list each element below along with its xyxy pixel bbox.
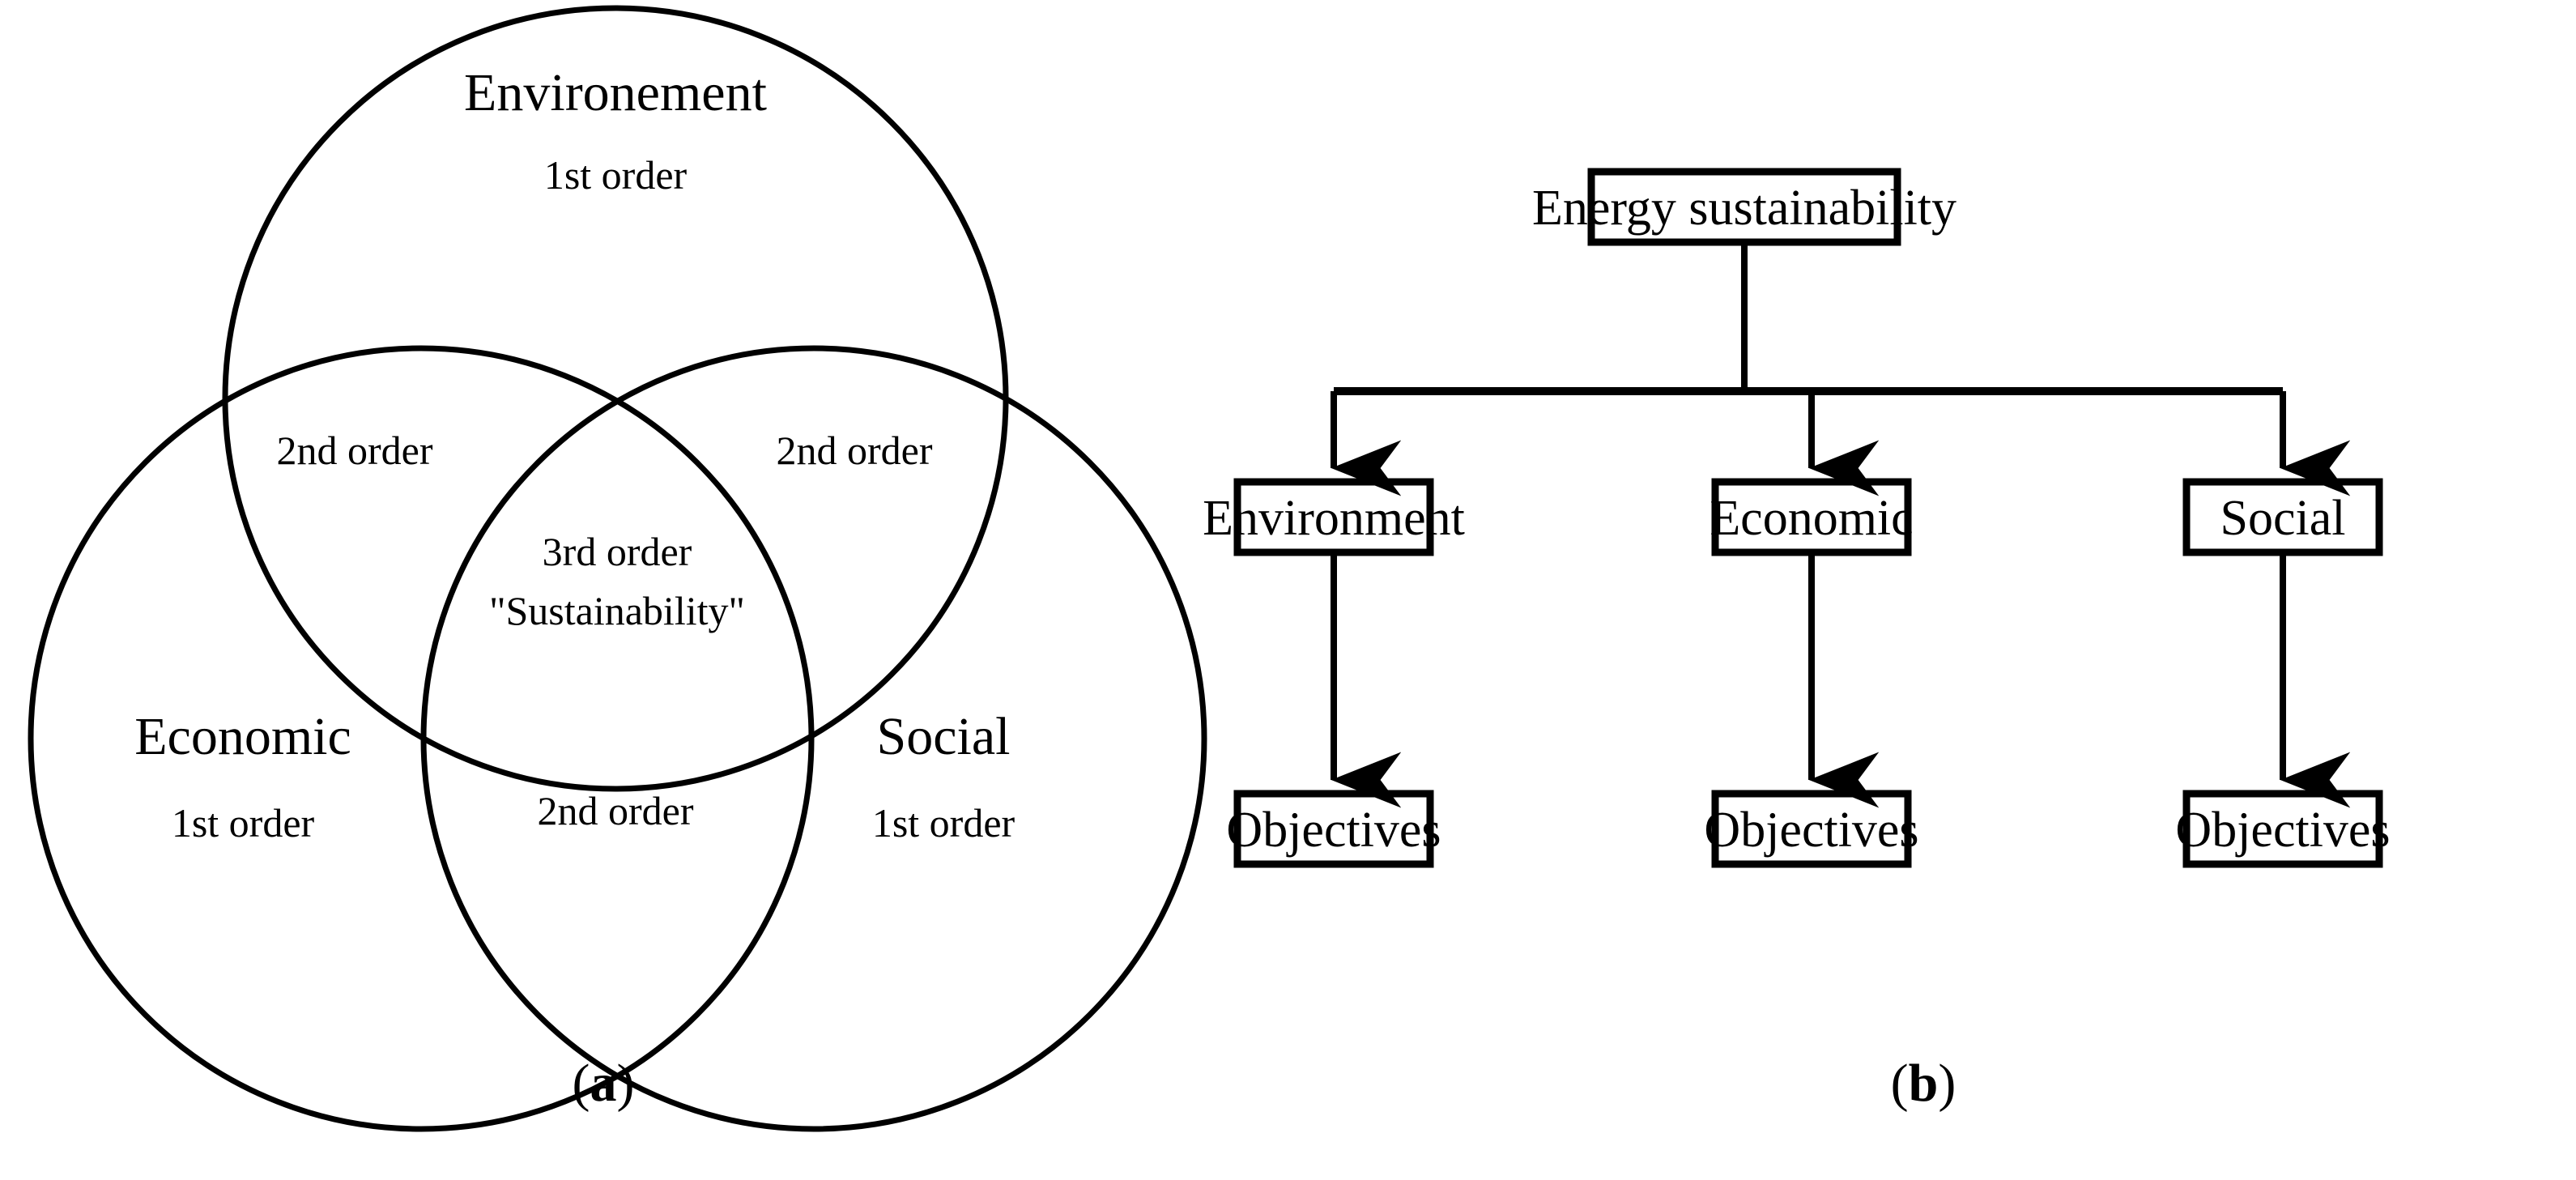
venn-label-social-order: 1st order	[871, 800, 1015, 846]
flow-label-energy-sustainability: Energy sustainability	[1531, 181, 1957, 236]
flow-label-objectives-environment: Objectives	[1226, 803, 1441, 858]
flow-label-social: Social	[2220, 491, 2346, 546]
panel-a-venn-diagram: Environement 1st order Economic 1st orde…	[0, 0, 1231, 1180]
venn-circle-social	[420, 345, 1207, 1132]
venn-circles-graphic	[28, 5, 1207, 1132]
flow-box-energy-sustainability[interactable]	[1587, 168, 1901, 246]
flowchart-graphic	[1233, 168, 2383, 868]
venn-label-environment-social-2nd-order: 2nd order	[776, 428, 933, 473]
venn-label-environment-order: 1st order	[543, 152, 688, 198]
caption-panel-b-letter: b	[1908, 1054, 1939, 1113]
panel-b-flowchart: Energy sustainability Environment Econom…	[1174, 0, 2576, 1180]
venn-label-triple-intersection-name: "Sustainability"	[489, 588, 745, 633]
caption-panel-a-letter: a	[590, 1054, 617, 1113]
flow-label-objectives-economic: Objectives	[1704, 803, 1919, 858]
venn-label-economic-order: 1st order	[171, 800, 315, 846]
flow-label-economic: Economic	[1710, 491, 1914, 546]
venn-label-social-title: Social	[876, 707, 1011, 766]
venn-circle-economic	[28, 345, 815, 1132]
caption-panel-a: (a)	[572, 1054, 635, 1113]
venn-label-environment-economic-2nd-order: 2nd order	[276, 428, 433, 473]
flow-label-objectives-social: Objectives	[2175, 803, 2391, 858]
caption-panel-b: (b)	[1890, 1054, 1956, 1113]
venn-label-environment-title: Environement	[464, 63, 767, 122]
venn-label-economic-title: Economic	[134, 707, 351, 766]
venn-label-triple-intersection-order: 3rd order	[542, 529, 692, 574]
flow-label-environment: Environment	[1203, 491, 1465, 546]
venn-label-economic-social-2nd-order: 2nd order	[537, 788, 694, 833]
